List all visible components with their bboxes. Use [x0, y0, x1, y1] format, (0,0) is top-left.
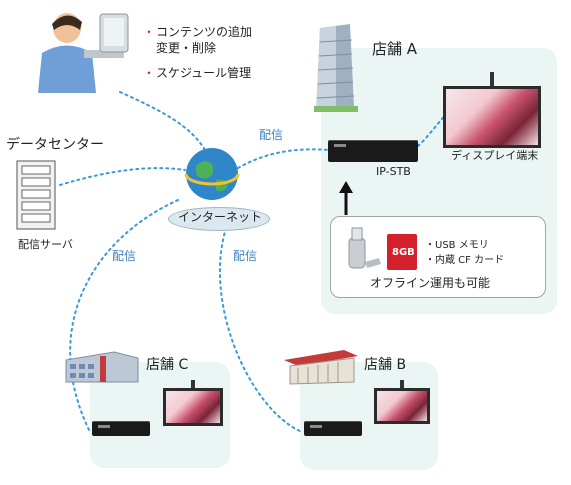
sd-card-capacity: 8GB: [392, 247, 415, 258]
link-operator-internet: [119, 91, 206, 151]
operator-bullet-edit-delete: 変更・削除: [156, 41, 217, 55]
operator-illustration: [22, 8, 132, 100]
store-c-title: 店舗 C: [146, 357, 189, 373]
store-a-title: 店舗 A: [372, 40, 418, 58]
bullet-mark-1: ・: [143, 25, 156, 39]
store-b-title: 店舗 B: [364, 357, 407, 373]
store-a-stb-icon: [328, 140, 418, 162]
server-label: 配信サーバ: [18, 238, 73, 251]
store-a-stb-label: IP-STB: [376, 165, 411, 178]
delivery-label-top: 配信: [259, 128, 284, 142]
store-a-display-label: ディスプレイ端末: [451, 149, 539, 162]
offline-caption: オフライン運用も可能: [370, 276, 491, 290]
link-internet-store-a: [237, 148, 331, 169]
server-rack-icon: [16, 160, 56, 230]
offline-media-usb: ・USB メモリ: [425, 240, 489, 251]
globe-icon: [182, 144, 242, 204]
internet-badge: [168, 207, 270, 231]
store-c-stb-icon: [92, 421, 150, 436]
delivery-label-center: 配信: [233, 249, 258, 263]
datacenter-title: データセンター: [6, 137, 104, 153]
store-b-stb-icon: [304, 421, 362, 436]
link-internet-store-b: [219, 221, 303, 433]
store-a-display-icon: [443, 72, 541, 148]
store-b-building-icon: [284, 346, 360, 386]
internet-label: インターネット: [178, 210, 263, 224]
sd-card-icon: 8GB: [387, 234, 417, 270]
store-b-display-icon: [374, 380, 430, 424]
store-c-display-icon: [163, 380, 223, 426]
delivery-label-left: 配信: [112, 249, 137, 263]
operator-bullet-schedule: スケジュール管理: [156, 66, 252, 80]
link-datacenter-internet: [59, 167, 186, 186]
offline-box: [330, 216, 546, 298]
link-internet-store-c: [69, 199, 179, 433]
store-a-building-icon: [306, 22, 366, 114]
operator-bullet-add-content: コンテンツの追加: [156, 25, 253, 39]
store-c-building-icon: [64, 348, 140, 384]
usb-memory-icon: [343, 224, 383, 270]
bullet-mark-3: ・: [143, 66, 156, 80]
offline-media-cf: ・内蔵 CF カード: [425, 255, 505, 266]
